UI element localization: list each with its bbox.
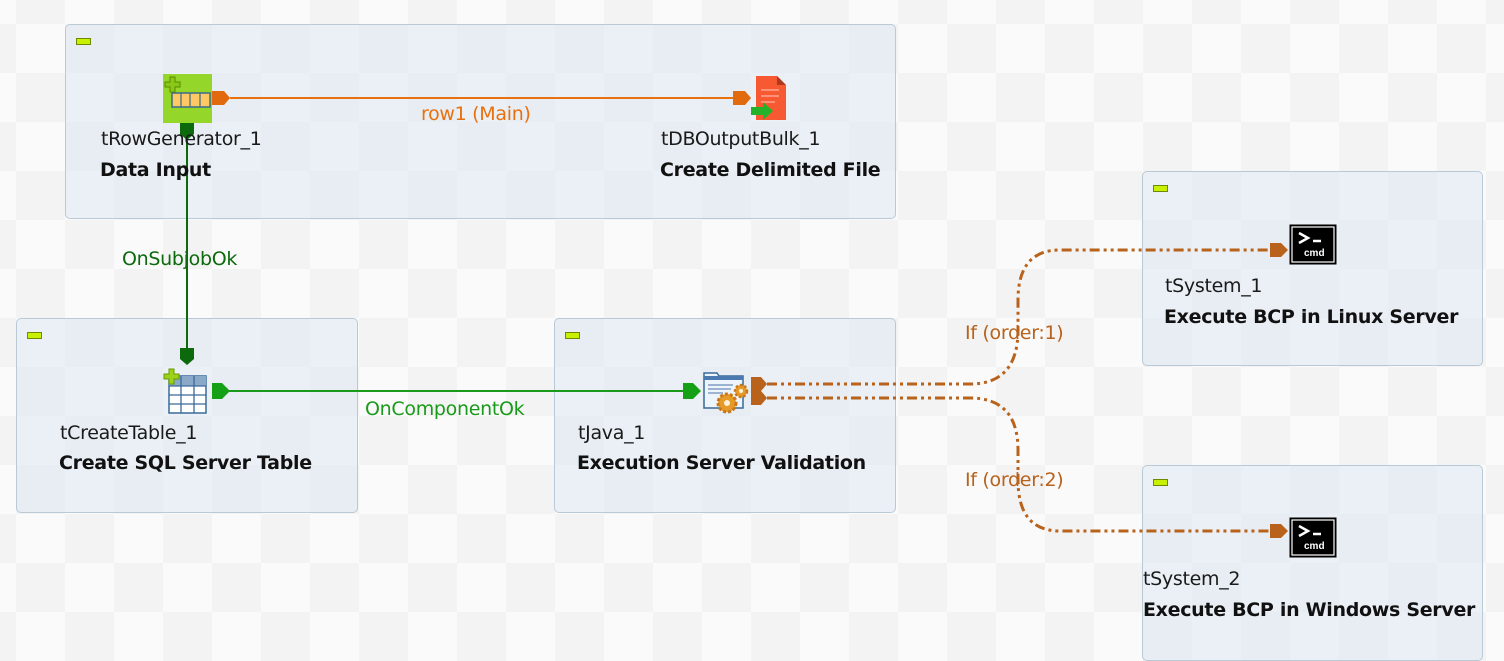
connection-label-oncomponentok[interactable]: OnComponentOk [365, 398, 525, 420]
component-label: Create Delimited File [660, 159, 881, 181]
component-name: tJava_1 [578, 422, 646, 444]
component-label: Execute BCP in Windows Server [1143, 599, 1476, 621]
collapse-subjob-button[interactable] [1153, 479, 1168, 486]
subjob-create-table[interactable] [16, 318, 358, 513]
collapse-subjob-button[interactable] [27, 332, 42, 339]
subjob-system2[interactable] [1142, 465, 1483, 661]
connection-label-if2[interactable]: If (order:2) [965, 469, 1064, 491]
component-label: Execution Server Validation [577, 452, 866, 474]
svg-text:cmd: cmd [1304, 248, 1325, 259]
connection-label-if1[interactable]: If (order:1) [965, 322, 1064, 344]
delimited-file-icon[interactable] [751, 74, 791, 122]
connection-label-onsubjobok[interactable]: OnSubjobOk [122, 248, 238, 270]
component-name: tDBOutputBulk_1 [661, 128, 821, 150]
svg-text:cmd: cmd [1304, 541, 1325, 552]
component-name: tSystem_2 [1143, 568, 1241, 590]
component-label: Create SQL Server Table [59, 452, 312, 474]
subjob-java[interactable] [554, 318, 896, 513]
connection-label-main[interactable]: row1 (Main) [421, 103, 531, 125]
component-name: tCreateTable_1 [60, 422, 198, 444]
component-label: Data Input [100, 159, 211, 181]
cmd-icon[interactable]: cmd [1289, 224, 1338, 266]
component-label: Execute BCP in Linux Server [1164, 306, 1459, 328]
component-name: tRowGenerator_1 [101, 128, 262, 150]
collapse-subjob-button[interactable] [565, 332, 580, 339]
collapse-subjob-button[interactable] [1153, 185, 1168, 192]
row-generator-icon[interactable] [163, 74, 212, 123]
create-table-icon[interactable] [163, 367, 208, 415]
java-gears-icon[interactable] [703, 370, 750, 415]
subjob-system1[interactable] [1142, 171, 1483, 366]
cmd-icon[interactable]: cmd [1289, 517, 1338, 559]
collapse-subjob-button[interactable] [76, 38, 91, 45]
component-name: tSystem_1 [1165, 275, 1263, 297]
